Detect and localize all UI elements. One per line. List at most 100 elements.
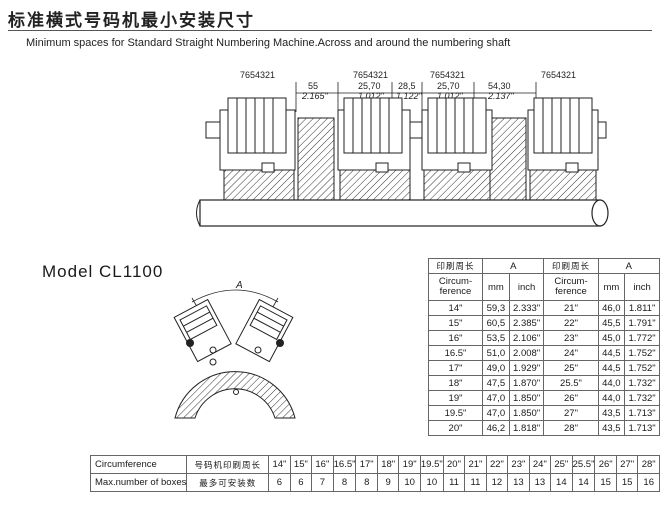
- table-cell: 59,3: [482, 300, 510, 316]
- table-cell: 44,0: [597, 375, 626, 391]
- table-cell: 45,0: [597, 330, 626, 346]
- table-cell: 14": [427, 300, 484, 316]
- circumference-cell: 20": [442, 455, 466, 474]
- max-boxes-cell: 13: [528, 473, 552, 492]
- max-boxes-cell: 10: [398, 473, 421, 492]
- table-cell: 1.713": [624, 405, 660, 421]
- table-cell: 18": [427, 375, 484, 391]
- digit-label: 7654321: [353, 70, 388, 80]
- circumference-cell: 26": [594, 455, 617, 474]
- table-cell: 21": [543, 300, 599, 316]
- max-boxes-cell: 9: [376, 473, 400, 492]
- max-boxes-cell: 7: [311, 473, 334, 492]
- circumference-cell: 19": [398, 455, 421, 474]
- max-boxes-cell: 11: [442, 473, 466, 492]
- table-cell: 47,0: [482, 390, 510, 406]
- table-cell: 24": [543, 345, 599, 361]
- table-cell: 44,5: [597, 345, 626, 361]
- header-circumference: Circum-ference: [427, 273, 484, 301]
- circumference-cell: 23": [507, 455, 530, 474]
- max-boxes-cell: 10: [419, 473, 444, 492]
- table-cell: 19.5": [427, 405, 484, 421]
- row-label-cn: 号码机印刷周长: [186, 455, 270, 474]
- header-mm: mm: [482, 273, 510, 301]
- table-cell: 51,0: [482, 345, 510, 361]
- max-boxes-cell: 11: [464, 473, 487, 492]
- circumference-cell: 25": [550, 455, 573, 474]
- table-cell: 1.772": [624, 330, 660, 346]
- circumference-cell: 14": [268, 455, 291, 474]
- table-cell: 43,5: [597, 420, 626, 436]
- table-cell: 25.5": [543, 375, 599, 391]
- circumference-cell: 22": [485, 455, 509, 474]
- table-cell: 53,5: [482, 330, 510, 346]
- numbering-box: [337, 97, 423, 201]
- header-a: A: [597, 258, 660, 274]
- row-label-cn: 最多可安装数: [186, 473, 270, 492]
- row-label: Max.number of boxes: [89, 473, 188, 492]
- header-circumference: Circum-ference: [543, 273, 599, 301]
- table-cell: 1.791": [624, 315, 660, 331]
- table-cell: 1.732": [624, 375, 660, 391]
- numbering-box: [527, 97, 607, 201]
- max-boxes-cell: 8: [355, 473, 378, 492]
- table-cell: 47,0: [482, 405, 510, 421]
- numbering-shaft: [199, 199, 601, 227]
- table-cell: 1.752": [624, 345, 660, 361]
- table-cell: 2.385": [508, 315, 545, 331]
- dim-inch: 1.122": [396, 91, 423, 101]
- table-cell: 23": [543, 330, 599, 346]
- header-inch: inch: [508, 273, 545, 301]
- table-cell: 2.106": [508, 330, 545, 346]
- page-title-cn: 标准横式号码机最小安装尺寸: [8, 11, 255, 31]
- table-cell: 25": [543, 360, 599, 376]
- max-boxes-cell: 14: [550, 473, 573, 492]
- circumference-cell: 19.5": [419, 455, 444, 474]
- table-cell: 49,0: [482, 360, 510, 376]
- circumference-cell: 16": [311, 455, 334, 474]
- page-subtitle: Minimum spaces for Standard Straight Num…: [26, 37, 511, 49]
- max-boxes-cell: 16: [637, 473, 660, 492]
- table-cell: 46,2: [482, 420, 510, 436]
- table-cell: 16.5": [427, 345, 484, 361]
- table-cell: 28": [543, 420, 599, 436]
- max-boxes-cell: 13: [507, 473, 530, 492]
- dim-mm: 28,5: [398, 81, 416, 91]
- shaft-assembly-drawing: 7654321 7654321 7654321 7654321 55 2.165…: [196, 70, 609, 227]
- table-cell: 1.713": [624, 420, 660, 436]
- circumference-a-table: 印刷周长 A 印刷周长 A Circum-ference mm inch Cir…: [427, 258, 660, 436]
- table-cell: 1.818": [508, 420, 545, 436]
- table-cell: 2.008": [508, 345, 545, 361]
- table-cell: 44,0: [597, 390, 626, 406]
- dim-mm: 55: [308, 81, 318, 91]
- cl1100-side-view: A: [173, 280, 296, 419]
- digit-label: 7654321: [430, 70, 465, 80]
- dim-mm: 54,30: [488, 81, 511, 91]
- dim-inch: 1.012": [358, 91, 385, 101]
- digit-label: 7654321: [541, 70, 576, 80]
- digit-label: 7654321: [240, 70, 275, 80]
- table-cell: 27": [543, 405, 599, 421]
- table-cell: 60,5: [482, 315, 510, 331]
- table-cell: 20": [427, 420, 484, 436]
- table-cell: 26": [543, 390, 599, 406]
- circumference-cell: 21": [464, 455, 487, 474]
- table-cell: 19": [427, 390, 484, 406]
- header-cn: 印刷周长: [427, 258, 484, 274]
- table-cell: 47,5: [482, 375, 510, 391]
- dim-inch: 2.137": [487, 91, 515, 101]
- dim-mm: 25,70: [437, 81, 460, 91]
- title-divider: [8, 30, 652, 31]
- table-cell: 22": [543, 315, 599, 331]
- dim-inch: 2.165": [301, 91, 329, 101]
- table-cell: 2.333": [508, 300, 545, 316]
- numbering-box: [421, 97, 493, 201]
- table-cell: 15": [427, 315, 484, 331]
- max-boxes-cell: 12: [485, 473, 509, 492]
- table-cell: 1.811": [624, 300, 660, 316]
